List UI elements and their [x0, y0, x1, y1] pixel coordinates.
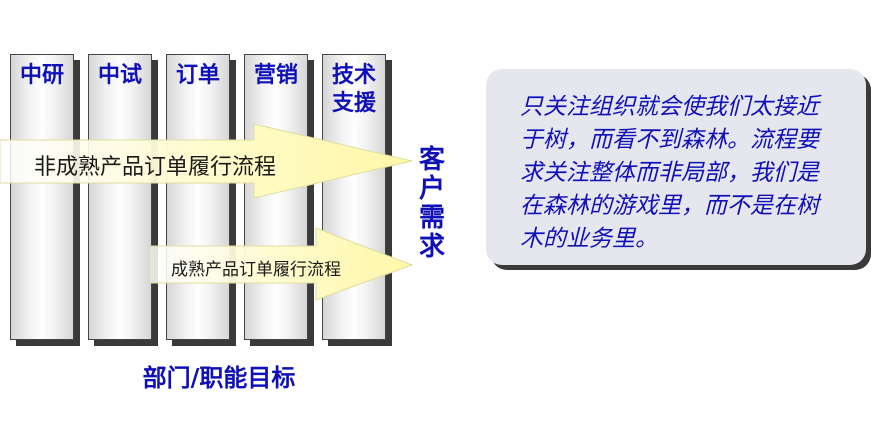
- quote-text: 只关注组织就会使我们太接近于树，而看不到森林。流程要求关注整体而非局部，我们是在…: [520, 94, 819, 252]
- column-label: 订单: [175, 62, 220, 88]
- immature-process-label: 非成熟产品订单履行流程: [34, 155, 277, 180]
- mature-process-arrow: [149, 227, 414, 301]
- quote-callout: 只关注组织就会使我们太接近于树，而看不到森林。流程要求关注整体而非局部，我们是在…: [486, 69, 866, 265]
- column-marketing: 营销: [244, 54, 308, 340]
- column-order: 订单: [166, 54, 230, 340]
- mature-process-label: 成熟产品订单履行流程: [171, 260, 341, 280]
- column-label: 中试: [97, 62, 142, 88]
- immature-process-arrow: [0, 123, 413, 199]
- customer-demand-label: 客户需求: [418, 145, 445, 262]
- department-goal-label: 部门/职能目标: [142, 363, 296, 392]
- column-label: 营销: [253, 62, 298, 88]
- column-label: 技术 支援: [331, 62, 376, 116]
- column-pilot: 中试: [88, 54, 152, 340]
- column-rd: 中研: [10, 54, 74, 340]
- column-label: 中研: [19, 62, 64, 88]
